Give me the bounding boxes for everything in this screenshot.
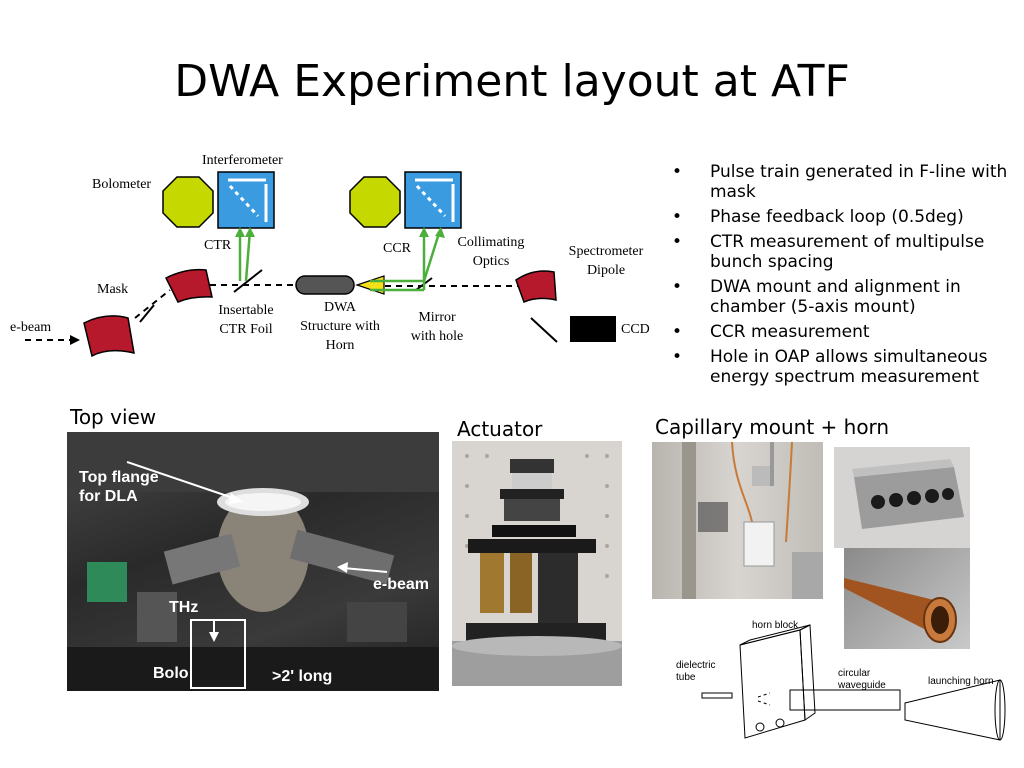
beamline-diagram: Interferometer Bolometer CTR CCR Collima… <box>0 150 660 380</box>
bolometer-2 <box>349 176 401 228</box>
label-spectrometer: Spectrometer Dipole <box>568 244 644 278</box>
label-horn-block: horn block <box>752 620 799 631</box>
dipole-2 <box>164 268 213 303</box>
bullet-item: CCR measurement <box>672 322 1012 342</box>
beamline-graphic <box>25 171 616 358</box>
caption-capillary: Capillary mount + horn <box>655 415 890 439</box>
label-ebeam-photo: e-beam <box>373 576 430 593</box>
actuator-photo <box>452 441 622 686</box>
capillary-photo <box>652 442 823 599</box>
label-interferometer: Interferometer <box>202 153 283 168</box>
horn <box>355 275 385 295</box>
label-mirror: Mirror with hole <box>410 310 464 344</box>
bullet-item: DWA mount and alignment in chamber (5-ax… <box>672 277 1012 317</box>
top-view-photo: Top flange for DLA e-beam THz Bolo >2' l… <box>67 432 439 691</box>
caption-actuator: Actuator <box>457 417 543 441</box>
horn-schematic-graphic <box>701 624 1006 741</box>
label-long: >2' long <box>272 668 333 685</box>
horn-photo <box>844 548 970 649</box>
dwa-structure <box>295 275 355 295</box>
horn-block-graphic <box>852 459 964 529</box>
dipole-3 <box>515 270 557 304</box>
label-dielectric: dielectric tube <box>676 660 716 683</box>
label-ccr: CCR <box>383 241 412 256</box>
label-ebeam: e-beam <box>10 320 52 335</box>
caption-top-view: Top view <box>70 405 157 429</box>
label-ctr: CTR <box>204 238 232 253</box>
bullet-item: Hole in OAP allows simultaneous energy s… <box>672 347 1012 387</box>
page-title: DWA Experiment layout at ATF <box>174 56 850 107</box>
label-dwa: DWA Structure with Horn <box>300 300 380 353</box>
label-launching: launching horn <box>928 676 994 687</box>
top-view-graphic <box>67 432 439 691</box>
label-ccd: CCD <box>621 322 650 337</box>
label-thz: THz <box>169 599 199 616</box>
label-circular: circular waveguide <box>838 668 886 691</box>
horn-schematic: horn block dielectric tube circular wave… <box>670 615 1015 755</box>
label-bolometer: Bolometer <box>92 177 152 192</box>
bullet-list: Pulse train generated in F-line with mas… <box>672 162 1012 392</box>
dipole-1 <box>83 315 135 358</box>
capillary-graphic <box>682 442 823 599</box>
label-collimating: Collimating Optics <box>457 235 525 269</box>
bullet-item: Pulse train generated in F-line with mas… <box>672 162 1012 202</box>
label-mask: Mask <box>97 282 129 297</box>
actuator-graphic <box>452 454 622 686</box>
horn-graphic <box>844 578 957 643</box>
bolometer-1 <box>162 176 214 228</box>
label-top-flange: Top flange for DLA <box>79 469 159 505</box>
ccd-block <box>570 316 616 342</box>
label-bolo: Bolo <box>153 665 189 682</box>
bullet-item: CTR measurement of multipulse bunch spac… <box>672 232 1012 272</box>
label-foil: Insertable CTR Foil <box>218 303 274 337</box>
bullet-item: Phase feedback loop (0.5deg) <box>672 207 1012 227</box>
horn-block-photo <box>834 447 970 548</box>
